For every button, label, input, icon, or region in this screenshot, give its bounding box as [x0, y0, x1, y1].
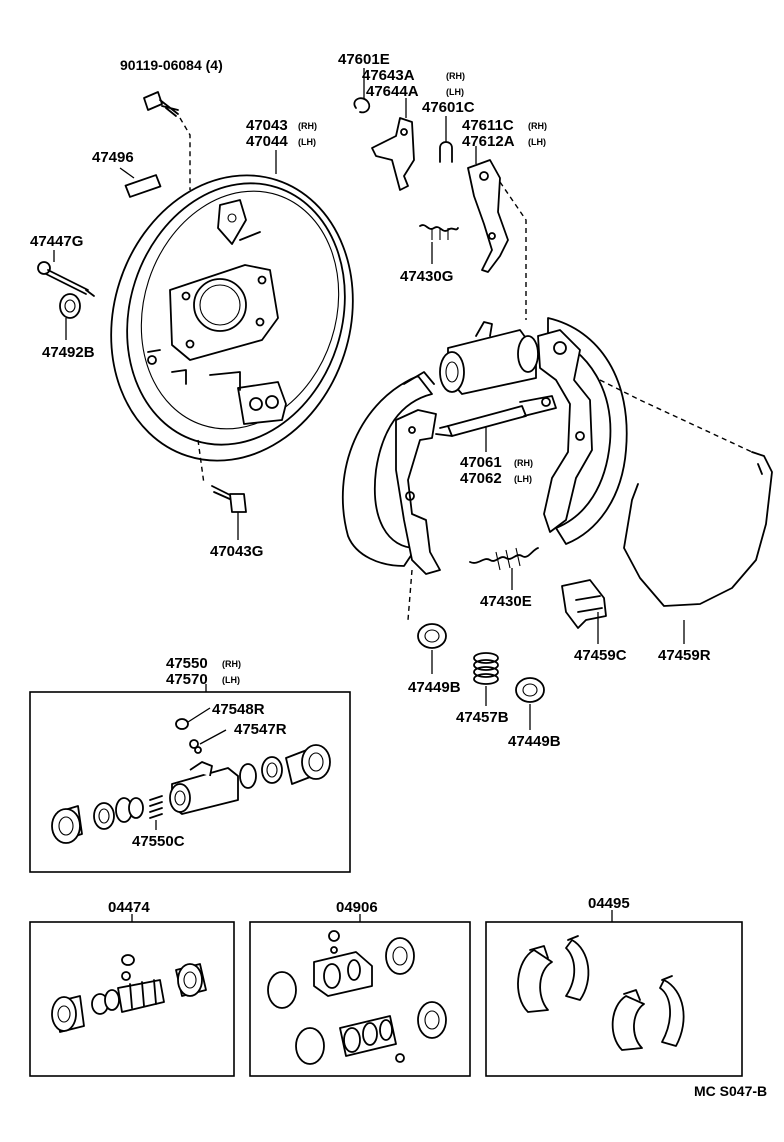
- label-kit-04495: 04495: [588, 895, 630, 912]
- label-lever-47644a-side: (LH): [446, 87, 464, 97]
- part-labels: 90119-06084 (4) 47601E 47643A (RH) 47644…: [30, 51, 767, 1099]
- label-bleeder-screw-47547r: 47547R: [234, 721, 287, 738]
- label-adjuster-47061: 47061: [460, 454, 502, 471]
- label-lever-adjuster-47611c-side: (RH): [528, 121, 547, 131]
- cup-47449b-right: [515, 677, 545, 703]
- label-lever-adjuster-47612a: 47612A: [462, 133, 515, 150]
- label-cup-47449b-right: 47449B: [508, 733, 561, 750]
- label-backing-plate-bolt: 90119-06084 (4): [120, 57, 223, 73]
- clip-47459c: [561, 579, 607, 629]
- brake-shoe-right: [537, 317, 628, 545]
- label-cylinder-spring-47550c: 47550C: [132, 833, 185, 850]
- leader-lines: [53, 68, 685, 730]
- label-plug-47496: 47496: [92, 149, 134, 166]
- label-parking-cable-47459r: 47459R: [658, 647, 711, 664]
- label-spring-47457b: 47457B: [456, 709, 509, 726]
- label-backing-plate-47044-side: (LH): [298, 137, 316, 147]
- label-pin-47447g: 47447G: [30, 233, 83, 250]
- clip-47601c: [439, 141, 453, 163]
- label-bleeder-bolt-47043g: 47043G: [210, 543, 263, 560]
- spring-47430e: [469, 547, 539, 571]
- backing-plate-bolt: [143, 91, 191, 190]
- kit-04906-parts: [267, 930, 447, 1065]
- label-lever-adjuster-47612a-side: (LH): [528, 137, 546, 147]
- label-lever-47644a: 47644A: [366, 83, 419, 100]
- label-adjuster-47062-side: (LH): [514, 474, 532, 484]
- cup-47449b-left: [417, 623, 447, 649]
- backing-plate: [110, 174, 354, 462]
- label-adjuster-47062: 47062: [460, 470, 502, 487]
- label-wheel-cylinder-47570-side: (LH): [222, 675, 240, 685]
- label-backing-plate-47044: 47044: [246, 133, 288, 150]
- adjuster-47061: [435, 395, 557, 437]
- label-spring-47430g: 47430G: [400, 268, 453, 285]
- label-backing-plate-47043-side: (RH): [298, 121, 317, 131]
- label-cup-47492b: 47492B: [42, 344, 95, 361]
- label-clip-47459c: 47459C: [574, 647, 627, 664]
- lever-dash-line: [499, 181, 527, 320]
- label-adjuster-47061-side: (RH): [514, 458, 533, 468]
- label-kit-04906: 04906: [336, 899, 378, 916]
- label-kit-04474: 04474: [108, 899, 150, 916]
- bleeder-bolt-47043g: [197, 439, 247, 513]
- spring-47430g: [419, 224, 459, 240]
- label-wheel-cylinder-47550-side: (RH): [222, 659, 241, 669]
- label-backing-plate-47043: 47043: [246, 117, 288, 134]
- label-bleeder-plug-47548r: 47548R: [212, 701, 265, 718]
- kit-04495-parts: [517, 935, 685, 1051]
- label-lever-47643a-side: (RH): [446, 71, 465, 81]
- parking-cable-47459r: [623, 451, 773, 607]
- label-clip-47601c: 47601C: [422, 99, 475, 116]
- plug-47496: [124, 174, 162, 198]
- label-wheel-cylinder-47570: 47570: [166, 671, 208, 688]
- cup-47492b: [59, 293, 81, 319]
- clip-47601e: [353, 97, 371, 114]
- lever-adjuster-47611c: [467, 159, 509, 273]
- wheel-cylinder-assembly: [439, 321, 539, 395]
- shoe-cable-dash-line: [599, 379, 753, 453]
- cup-dash-line: [407, 569, 413, 621]
- label-spring-47430e: 47430E: [480, 593, 532, 610]
- brake-shoe-left: [341, 371, 441, 575]
- label-lever-47643a: 47643A: [362, 67, 415, 84]
- kit-04495-box: [485, 921, 743, 1077]
- pin-47447g: [37, 261, 95, 297]
- label-clip-47601e: 47601E: [338, 51, 390, 68]
- lever-47643a: [371, 117, 415, 191]
- label-cup-47449b-left: 47449B: [408, 679, 461, 696]
- label-lever-adjuster-47611c: 47611C: [462, 117, 514, 134]
- figure-code: MC S047-B: [694, 1083, 767, 1099]
- kit-04474-parts: [51, 954, 207, 1033]
- wheel-cylinder-box: [29, 691, 351, 873]
- spring-47457b: [473, 652, 499, 685]
- label-wheel-cylinder-47550: 47550: [166, 655, 208, 672]
- wheel-cylinder-exploded: [51, 707, 331, 844]
